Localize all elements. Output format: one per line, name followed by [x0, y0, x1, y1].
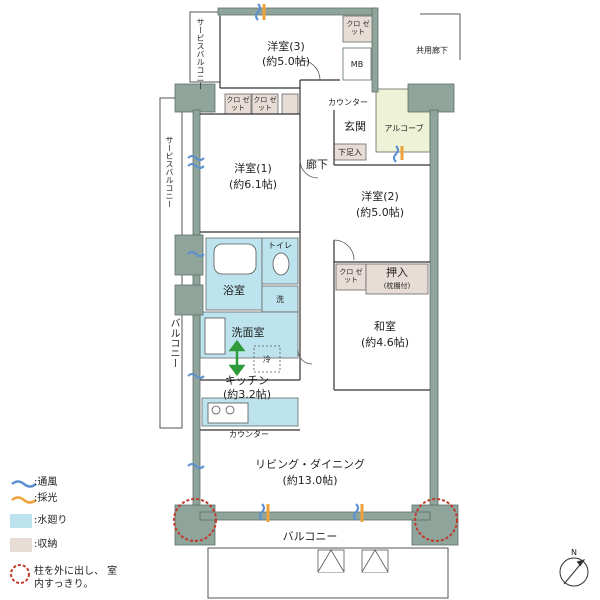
alcove-label: アルコーブ	[384, 124, 424, 133]
room-japanese-name: 和室	[374, 320, 396, 333]
washroom-label: 洗面室	[231, 326, 265, 339]
toilet-label: トイレ	[268, 241, 292, 250]
storage-fills	[224, 15, 429, 295]
pillar-markers	[173, 498, 458, 542]
legend-storage: :収納	[34, 539, 58, 550]
room-living-size: (約13.0帖)	[282, 474, 338, 487]
legend-water: :水廻り	[34, 515, 68, 526]
room-western1-size: (約6.1帖)	[228, 178, 278, 191]
bottom-balcony-label: バルコニー	[282, 530, 338, 543]
room-kitchen-name: キッチン	[225, 374, 269, 387]
fridge-label: 冷	[263, 355, 271, 364]
compass-north-label: N	[571, 548, 577, 557]
bath-label: 浴室	[223, 284, 245, 297]
service-balcony-top-label: サービスバルコニー	[196, 18, 205, 90]
doors	[297, 59, 355, 365]
kitchen-counter-label: カウンター	[229, 430, 269, 439]
access-arrow	[228, 339, 246, 377]
fixtures	[204, 243, 389, 573]
room-western3-size: (約5.0帖)	[261, 55, 311, 68]
room-western2-size: (約5.0帖)	[355, 206, 405, 219]
closet-label-1b: クロ ゼット	[253, 96, 277, 112]
shoe-storage-label: 下足入	[338, 148, 362, 157]
service-balcony-mid-label: サービスバルコニー	[165, 136, 174, 208]
airflow-markers	[187, 3, 404, 522]
corridor-label: 廊下	[306, 158, 328, 171]
partitions	[200, 16, 430, 431]
common-corridor-label: 共用廊下	[416, 46, 448, 55]
closet-label-japanese: クロ ゼット	[339, 268, 363, 284]
closet-label-1a: クロ ゼット	[226, 96, 250, 112]
closet-label-top: クロ ゼット	[346, 20, 370, 36]
compass	[559, 557, 589, 587]
walls	[174, 7, 459, 546]
room-western3-name: 洋室(3)	[267, 40, 305, 53]
room-western2-name: 洋室(2)	[361, 190, 399, 203]
oshiire-label: 押入	[386, 266, 408, 279]
washer-label: 洗	[276, 295, 284, 304]
mb-label: MB	[350, 60, 364, 69]
room-living-name: リビング・ダイニング	[255, 458, 365, 471]
room-kitchen-size: (約3.2帖)	[222, 388, 272, 401]
legend-daylight: :採光	[34, 493, 58, 504]
oshiire-note: (枕棚付)	[383, 282, 411, 290]
legend-swatches	[10, 480, 37, 584]
entrance-label: 玄関	[344, 120, 366, 133]
side-balcony-label: バルコニー	[168, 318, 179, 368]
room-japanese-size: (約4.6帖)	[360, 336, 410, 349]
entry-counter-label: カウンター	[328, 98, 368, 107]
legend-pillar: 柱を外に出し、 室内すっきり。	[34, 566, 118, 590]
legend-ventilation: :通風	[34, 477, 58, 488]
room-western1-name: 洋室(1)	[234, 162, 272, 175]
